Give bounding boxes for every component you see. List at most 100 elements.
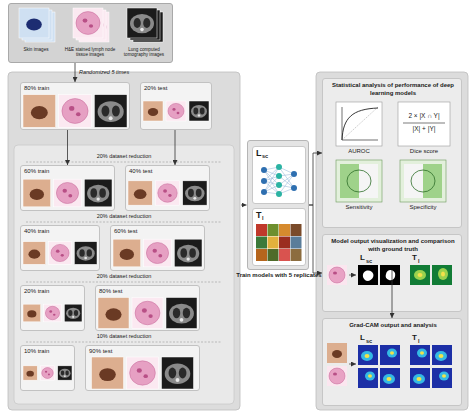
image-background (155, 181, 179, 205)
train-split-box: 10% train (20, 345, 75, 391)
lung-field (200, 108, 205, 115)
tissue-thumbnail (44, 304, 62, 322)
lung-field (180, 248, 187, 257)
flow-arrow (175, 130, 176, 165)
metric-name: Sensitivity (336, 204, 382, 211)
reduction-line (26, 222, 222, 223)
metric-name: Specificity (400, 204, 446, 211)
body-outline (77, 246, 95, 261)
tissue-thumbnail (155, 181, 179, 205)
split-image-art (21, 83, 129, 129)
image-background (166, 298, 197, 329)
ct-thumbnail (189, 101, 209, 121)
split-label: 90% test (89, 348, 112, 355)
image-background (23, 242, 46, 265)
lung-field (173, 308, 180, 319)
spine (140, 28, 144, 32)
reduction-note: 20% dataset reduction (80, 213, 168, 219)
image-background (44, 304, 62, 322)
collage-tile (279, 237, 290, 249)
dataset-source-box: Skin imagesH&E stained lymph node tissue… (8, 3, 173, 63)
tissue-detail (49, 310, 52, 312)
tissue-thumbnail (144, 239, 172, 267)
flow-arrow (75, 63, 76, 82)
tissue-detail (68, 194, 72, 197)
reduction-line (26, 282, 222, 283)
lung-field (193, 108, 198, 115)
image-background (132, 298, 163, 329)
formula-text: 2 × |X ∩ Y| (398, 112, 450, 119)
image-background (49, 242, 72, 265)
lesion (148, 108, 158, 116)
body-outline (169, 304, 194, 324)
split-label: 80% train (24, 85, 49, 92)
section-heading: Model output visualization and compariso… (327, 238, 459, 253)
lung-field (188, 189, 194, 197)
edge-label: Randomized 5 times (79, 69, 129, 75)
tissue-detail (83, 19, 88, 23)
image-background (143, 101, 163, 121)
tissue-detail (153, 249, 157, 253)
model-subscript: l (418, 258, 420, 264)
model-symbol: T (256, 210, 262, 220)
lung-field (79, 249, 84, 257)
network-unit (291, 171, 297, 177)
lung-field (189, 248, 196, 257)
split-label: 80% test (99, 288, 122, 295)
collage-tile (291, 224, 302, 236)
spine (97, 197, 100, 200)
lung-field (196, 189, 202, 197)
ct-thumbnail (94, 95, 127, 128)
tissue-detail (76, 112, 81, 116)
image-background (19, 8, 49, 38)
tissue-disc (62, 99, 88, 124)
image-background (144, 239, 172, 267)
reduction-note: 20% dataset reduction (80, 273, 168, 279)
split-label: 40% test (129, 168, 152, 175)
tissue-detail (61, 254, 64, 257)
skin-thumbnail (23, 366, 37, 380)
image-type-caption: Skin images (10, 47, 62, 52)
network-unit (261, 167, 267, 173)
split-label: 20% train (24, 288, 49, 295)
tissue-disc (51, 244, 69, 261)
collage-tile (256, 237, 267, 249)
lung-field (183, 308, 190, 319)
image-type-caption: H&E stained lymph node tissue images (64, 47, 116, 58)
analysis-panel (316, 72, 468, 410)
model-symbol: L (360, 254, 365, 263)
tissue-disc (56, 182, 78, 203)
image-background (189, 101, 209, 121)
reduction-line (26, 162, 222, 163)
spine (84, 257, 87, 260)
reduction-note: 20% dataset reduction (80, 153, 168, 159)
image-collage-icon (256, 224, 302, 262)
image-background (92, 357, 124, 389)
spine (72, 316, 74, 318)
skin-thumbnail (23, 95, 56, 128)
body-outline (130, 14, 154, 33)
body-outline (191, 105, 207, 118)
image-background (113, 239, 141, 267)
model-subscript: sc (366, 258, 372, 264)
test-split-box: 20% test (140, 82, 212, 130)
train-split-box: 80% train (20, 82, 130, 130)
model-symbol: L (360, 334, 365, 343)
lung-field (61, 371, 64, 376)
body-outline (177, 245, 199, 263)
split-image-art (126, 166, 209, 210)
tissue-detail (168, 194, 171, 197)
lesion (27, 310, 36, 317)
split-image-art (141, 83, 211, 129)
tissue-detail (56, 250, 60, 253)
network-unit (276, 182, 282, 188)
image-background (74, 242, 97, 265)
tissue-detail (163, 189, 167, 192)
tissue-detail (172, 108, 175, 111)
lung-field (68, 310, 72, 316)
model-symbol: T (412, 334, 417, 343)
scratch-model-box: Lsc (252, 146, 306, 204)
skin-thumbnail (92, 357, 124, 389)
ct-thumbnail (58, 366, 72, 380)
collage-tile (291, 249, 302, 261)
